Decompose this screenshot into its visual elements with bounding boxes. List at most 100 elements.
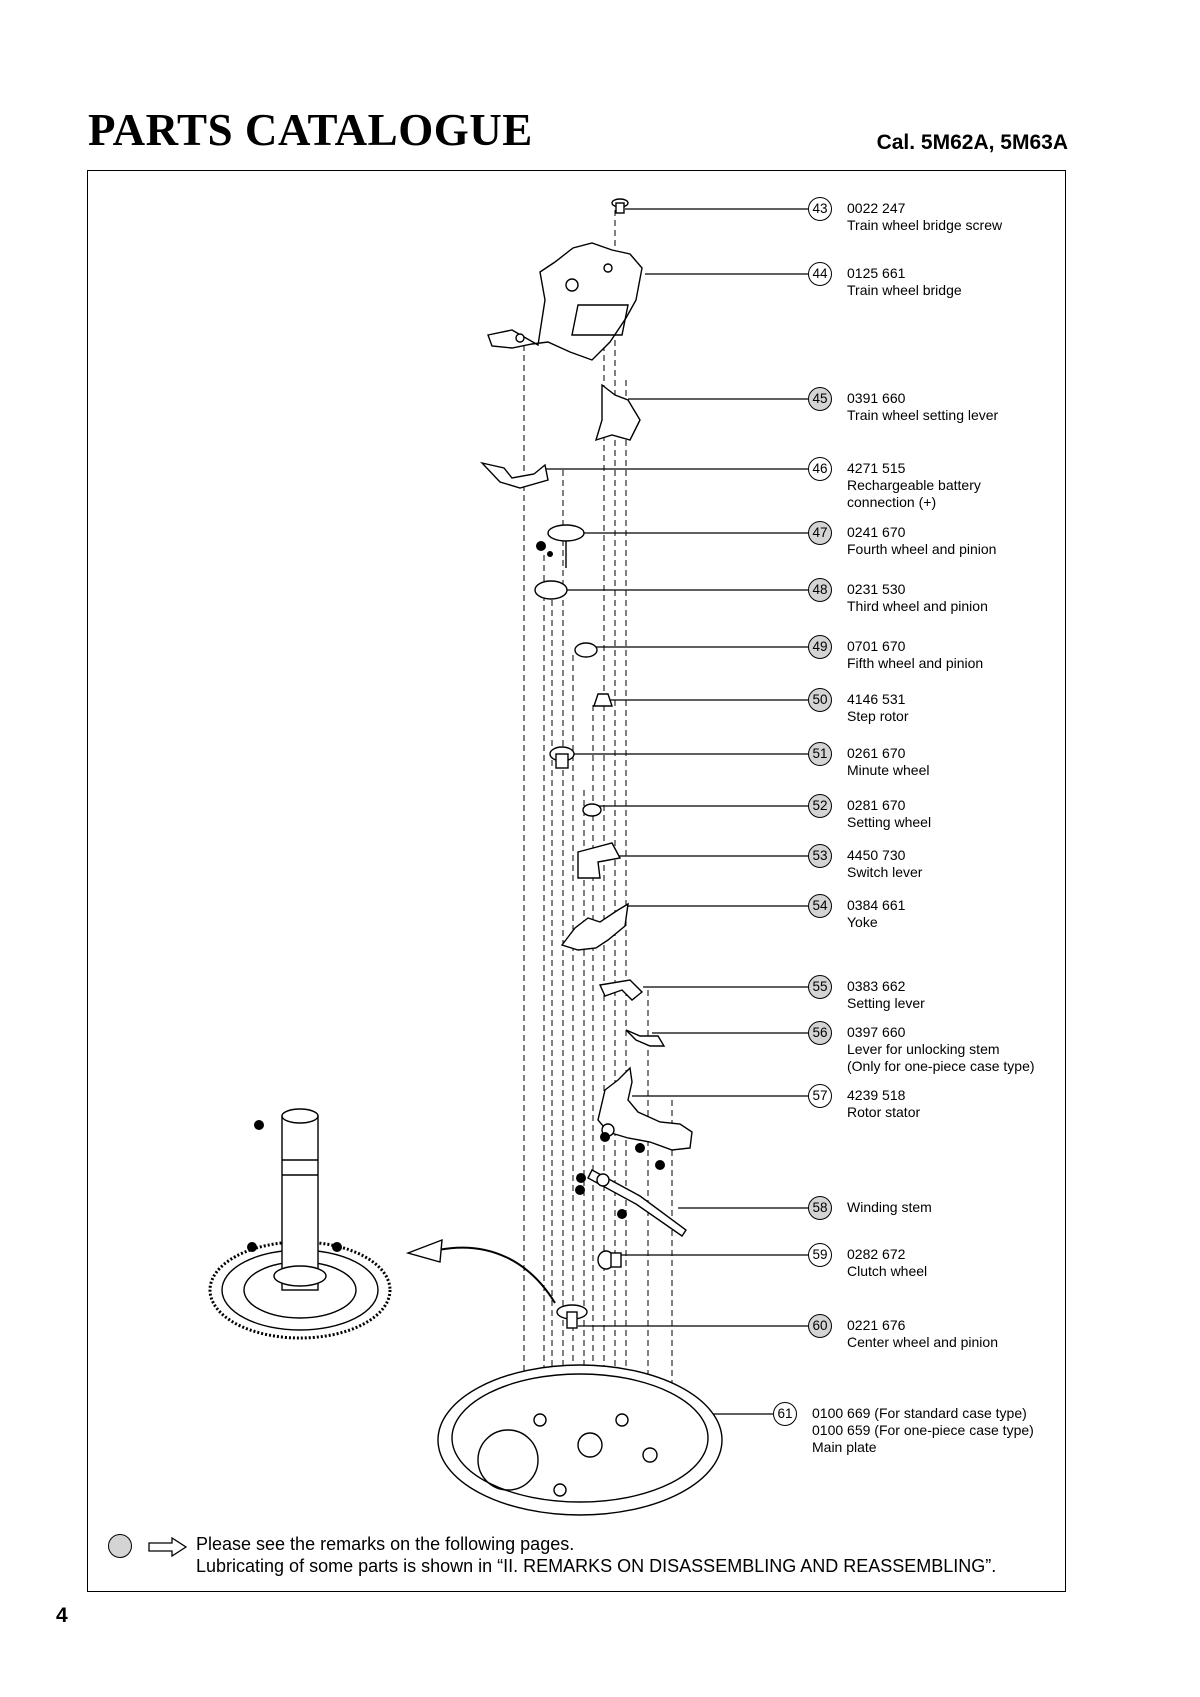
part-name: Setting lever: [847, 995, 925, 1011]
switch-lever-sketch: [577, 842, 622, 879]
callout-badge: 45: [808, 387, 832, 411]
part-name: Fourth wheel and pinion: [847, 541, 997, 557]
part-number: 0125 661: [847, 265, 906, 281]
part-number: 4450 730: [847, 847, 906, 863]
clutch-wheel-sketch: [597, 1250, 622, 1270]
part-name: Step rotor: [847, 708, 909, 724]
part-desc: 0281 670 Setting wheel: [847, 797, 931, 831]
part-name: Setting wheel: [847, 814, 932, 830]
part-number: 4271 515: [847, 460, 906, 476]
part-desc: 0261 670 Minute wheel: [847, 745, 930, 779]
callout-badge: 56: [808, 1021, 832, 1045]
remark-marker-icon: [108, 1534, 132, 1558]
part-number: 0282 672: [847, 1246, 906, 1262]
callout-badge: 44: [808, 262, 832, 286]
part-illustrations: [208, 198, 723, 1516]
part-desc: 4271 515 Rechargeable battery connection…: [847, 460, 981, 511]
main-plate-sketch: [437, 1364, 723, 1516]
callout-badge: 55: [808, 975, 832, 999]
part-name: Train wheel setting lever: [847, 407, 999, 423]
bridge-screw-sketch: [611, 198, 629, 214]
part-desc: 0383 662 Setting lever: [847, 978, 925, 1012]
part-name: Rotor stator: [847, 1104, 921, 1120]
part-number: 4239 518: [847, 1087, 906, 1103]
yoke-sketch: [560, 902, 629, 951]
caliber-label: Cal. 5M62A, 5M63A: [876, 131, 1068, 154]
part-name: Minute wheel: [847, 762, 930, 778]
fourth-wheel-sketch: [547, 524, 585, 568]
step-rotor-sketch: [593, 693, 613, 707]
part-name: Third wheel and pinion: [847, 598, 988, 614]
part-desc: 0022 247 Train wheel bridge screw: [847, 200, 1002, 234]
callout-badge: 46: [808, 457, 832, 481]
part-desc: Winding stem: [847, 1199, 932, 1216]
part-number: 0383 662: [847, 978, 906, 994]
callout-badge: 54: [808, 894, 832, 918]
part-name: Fifth wheel and pinion: [847, 655, 984, 671]
leader-lines: [540, 208, 808, 1415]
part-number: 0281 670: [847, 797, 906, 813]
part-desc: 4239 518 Rotor stator: [847, 1087, 920, 1121]
train-wheel-bridge-sketch: [487, 242, 643, 361]
part-desc: 0241 670 Fourth wheel and pinion: [847, 524, 996, 558]
part-number: 0100 669 (For standard case type): [812, 1405, 1027, 1421]
callout-badge: 50: [808, 688, 832, 712]
part-name: Lever for unlocking stem: [847, 1041, 1000, 1057]
part-desc: 0282 672 Clutch wheel: [847, 1246, 927, 1280]
legend-line-1: Please see the remarks on the following …: [196, 1534, 575, 1554]
callout-badge: 43: [808, 197, 832, 221]
callout-badge: 57: [808, 1084, 832, 1108]
rotor-stator-sketch: [597, 1066, 693, 1151]
winding-stem-sketch: [587, 1169, 687, 1237]
part-desc: 4146 531 Step rotor: [847, 691, 908, 725]
part-desc: 4450 730 Switch lever: [847, 847, 922, 881]
callout-badge: 49: [808, 635, 832, 659]
part-desc: 0384 661 Yoke: [847, 897, 905, 931]
part-name: Clutch wheel: [847, 1263, 928, 1279]
diagram-frame: [87, 170, 1066, 1592]
part-number: 0241 670: [847, 524, 906, 540]
part-number: 0397 660: [847, 1024, 906, 1040]
legend-line-2: Lubricating of some parts is shown in “I…: [196, 1556, 997, 1576]
fifth-wheel-sketch: [574, 642, 598, 658]
callout-badge: 60: [808, 1314, 832, 1338]
part-name: Rechargeable battery: [847, 477, 981, 493]
page-number: 4: [56, 1604, 68, 1627]
callout-badge: 48: [808, 578, 832, 602]
battery-connection-sketch: [479, 461, 549, 489]
part-number: 0384 661: [847, 897, 906, 913]
part-number: 0221 676: [847, 1317, 906, 1333]
part-number: 0391 660: [847, 390, 906, 406]
part-name: Main plate: [812, 1439, 877, 1455]
part-desc: 0231 530 Third wheel and pinion: [847, 581, 988, 615]
setting-wheel-sketch: [582, 803, 602, 817]
callout-badge: 51: [808, 742, 832, 766]
callout-badge: 53: [808, 844, 832, 868]
part-desc: 0125 661 Train wheel bridge: [847, 265, 962, 299]
part-desc: 0221 676 Center wheel and pinion: [847, 1317, 998, 1351]
part-desc: 0100 669 (For standard case type) 0100 6…: [812, 1405, 1034, 1456]
part-number-alt: 0100 659 (For one-piece case type): [812, 1422, 1034, 1438]
center-wheel-detail-sketch: [208, 1108, 392, 1340]
part-number: 0231 530: [847, 581, 906, 597]
part-name-cont: connection (+): [847, 494, 937, 510]
part-number: 0022 247: [847, 200, 906, 216]
part-name: Center wheel and pinion: [847, 1334, 998, 1350]
minute-wheel-sketch: [549, 746, 575, 769]
setting-lever-2-sketch: [598, 979, 644, 1001]
center-wheel-sketch: [556, 1304, 588, 1329]
part-name: Yoke: [847, 914, 878, 930]
part-desc: 0701 670 Fifth wheel and pinion: [847, 638, 983, 672]
part-number: 0701 670: [847, 638, 906, 654]
part-number: 4146 531: [847, 691, 906, 707]
setting-lever-sketch: [594, 383, 641, 442]
part-desc: 0391 660 Train wheel setting lever: [847, 390, 998, 424]
part-name-cont: (Only for one-piece case type): [847, 1058, 1035, 1074]
third-wheel-sketch: [534, 580, 568, 600]
detail-arrow: [437, 1246, 556, 1304]
part-name: Train wheel bridge screw: [847, 217, 1003, 233]
part-name: Train wheel bridge: [847, 282, 962, 298]
callout-badge: 52: [808, 794, 832, 818]
